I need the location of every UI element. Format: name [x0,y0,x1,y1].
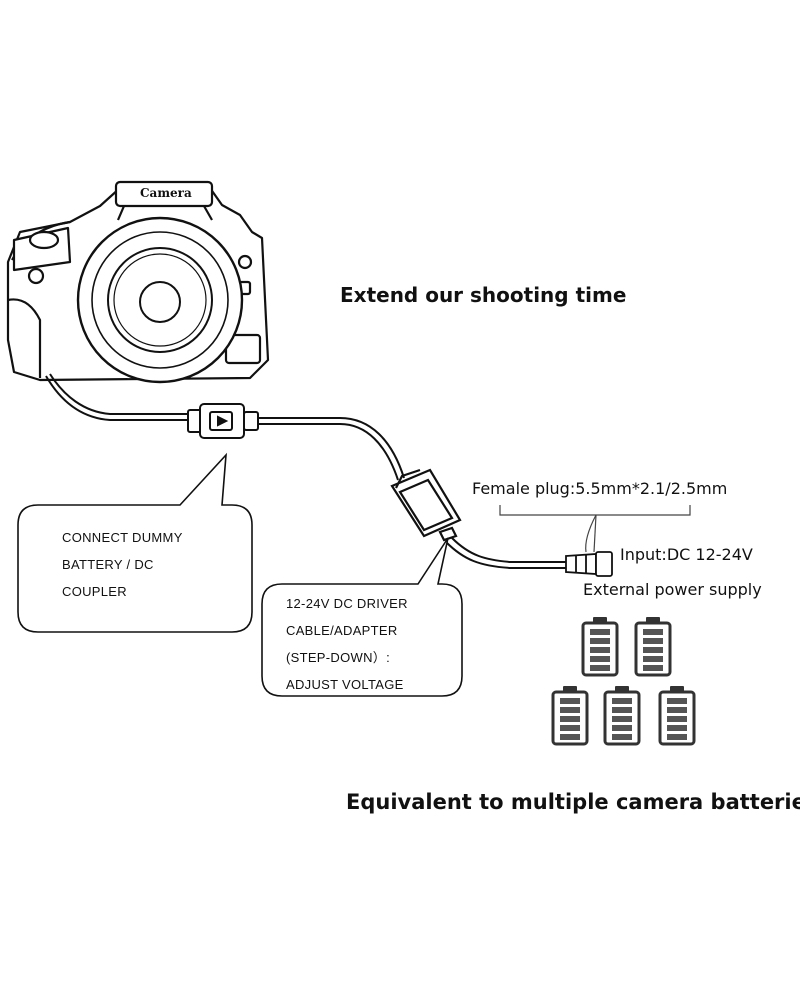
input-voltage-label: Input:DC 12-24V [620,545,753,564]
driver-box [390,468,462,542]
callout-dummy-line: BATTERY / DC [62,557,154,572]
callout-driver-line: ADJUST VOLTAGE [286,677,404,692]
battery-icon [634,617,672,677]
headline-bottom: Equivalent to multiple camera batteries [346,790,800,814]
callout-dummy-text: CONNECT DUMMY BATTERY / DC COUPLER [62,524,183,605]
camera-label: Camera [140,186,192,200]
coupler-connector [187,403,259,439]
cable-driver-to-plug [445,537,568,569]
battery-icon [551,686,589,746]
callout-driver-line: 12-24V DC DRIVER [286,596,408,611]
callout-dummy-line: CONNECT DUMMY [62,530,183,545]
callout-driver-box [261,537,463,697]
cable-camera-to-coupler [45,373,190,421]
female-plug-spec: 5.5mm*2.1/2.5mm [575,479,728,498]
female-plug-separator: : [569,479,576,498]
battery-group [551,617,696,746]
cable-coupler-to-driver [258,417,405,481]
callout-driver-line: (STEP-DOWN）: [286,650,390,665]
callout-driver-line: CABLE/ADAPTER [286,623,398,638]
female-plug-connector [565,551,613,577]
headline-top: Extend our shooting time [340,283,627,307]
female-plug-bracket [499,505,691,553]
camera-lens [76,216,244,384]
callout-driver-text: 12-24V DC DRIVER CABLE/ADAPTER (STEP-DOW… [286,590,408,698]
battery-icon [603,686,641,746]
battery-icon [658,686,696,746]
female-plug-title: Female plug [472,479,570,498]
callout-dummy-line: COUPLER [62,584,127,599]
callout-dummy-box [17,452,253,633]
external-power-label: External power supply [583,580,762,599]
female-plug-label: Female plug:5.5mm*2.1/2.5mm [472,479,727,498]
battery-icon [581,617,619,677]
